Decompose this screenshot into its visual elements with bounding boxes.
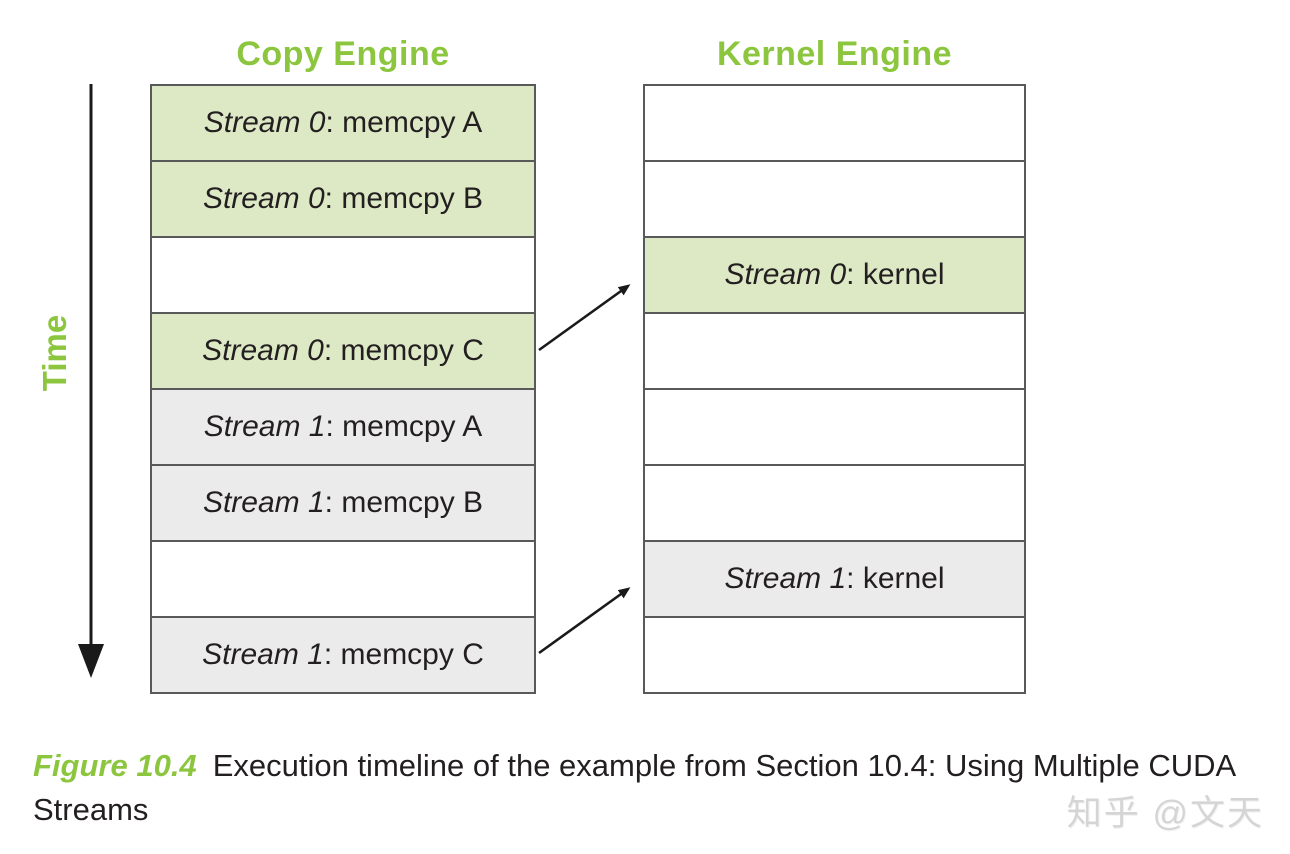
task-label: : memcpy C [323, 638, 484, 671]
stream-label: Stream 1 [202, 638, 324, 671]
kernel-cell-stream1-kernel: Stream 1: kernel [645, 542, 1024, 618]
kernel-cell-empty-6 [645, 618, 1024, 692]
copy-cell-stream0-memcpy-a: Stream 0: memcpy A [152, 86, 534, 162]
watermark-text: 知乎 @文天 [1066, 794, 1264, 833]
stream-label: Stream 1 [202, 486, 325, 519]
stream-label: Stream 0 [203, 106, 326, 139]
dependency-arrow-stream1 [538, 587, 631, 655]
task-label: : memcpy A [325, 410, 483, 443]
copy-cell-stream0-memcpy-c: Stream 0: memcpy C [152, 314, 534, 390]
kernel-cell-empty-3 [645, 314, 1024, 390]
kernel-cell-empty-1 [645, 86, 1024, 162]
task-label: : kernel [846, 258, 945, 291]
kernel-cell-stream0-kernel: Stream 0: kernel [645, 238, 1024, 314]
task-label: : memcpy C [323, 334, 484, 367]
stream-label: Stream 0 [202, 182, 325, 215]
stream-label: Stream 0 [202, 334, 324, 367]
stream-label: Stream 1 [203, 410, 326, 443]
kernel-engine-title: Kernel Engine [716, 35, 953, 73]
copy-cell-stream1-memcpy-c: Stream 1: memcpy C [152, 618, 534, 692]
kernel-cell-empty-2 [645, 162, 1024, 238]
time-axis-label: Time [36, 314, 73, 392]
copy-engine-column: Stream 0: memcpy A Stream 0: memcpy B St… [150, 84, 536, 694]
copy-cell-stream1-memcpy-b: Stream 1: memcpy B [152, 466, 534, 542]
kernel-engine-column: Stream 0: kernel Stream 1: kernel [643, 84, 1026, 694]
time-arrowhead [78, 644, 104, 678]
stream-label: Stream 0 [724, 258, 847, 291]
task-label: : memcpy A [325, 106, 483, 139]
stream-label: Stream 1 [724, 562, 847, 595]
task-label: : memcpy B [324, 182, 484, 215]
task-label: : kernel [846, 562, 945, 595]
figure-number-label: Figure 10.4 [33, 748, 197, 783]
kernel-cell-empty-4 [645, 390, 1024, 466]
copy-engine-title: Copy Engine [236, 35, 450, 73]
figure-caption-text: Execution timeline of the example from S… [33, 748, 1235, 827]
time-axis-arrow [78, 84, 104, 678]
copy-cell-stream0-memcpy-b: Stream 0: memcpy B [152, 162, 534, 238]
task-label: : memcpy B [324, 486, 484, 519]
copy-cell-empty-2 [152, 542, 534, 618]
kernel-cell-empty-5 [645, 466, 1024, 542]
copy-cell-empty-1 [152, 238, 534, 314]
dependency-arrow-stream0 [538, 284, 631, 352]
copy-cell-stream1-memcpy-a: Stream 1: memcpy A [152, 390, 534, 466]
